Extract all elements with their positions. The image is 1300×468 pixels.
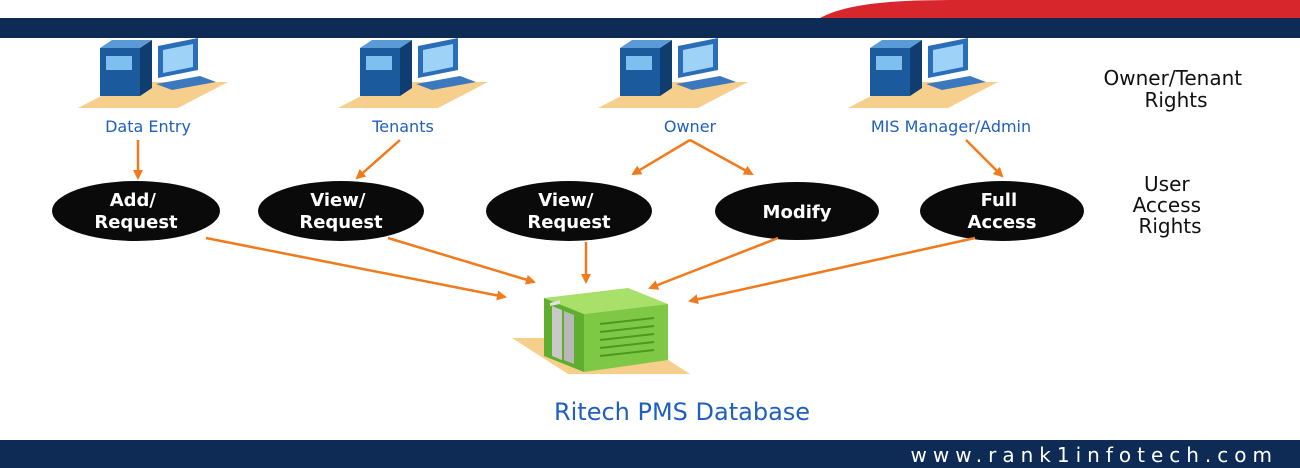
access-node-full-access: Full Access (920, 181, 1084, 241)
side-label-owner-tenant-line1: Owner/Tenant (1104, 66, 1243, 90)
database-server-icon (512, 288, 690, 374)
access-rights-diagram: Data Entry Tenants Owner MIS Manager/Adm… (52, 38, 1249, 426)
role-label-data-entry: Data Entry (105, 117, 191, 136)
role-label-owner: Owner (664, 117, 717, 136)
access-node-add-request: Add/ Request (52, 181, 220, 241)
access-node-view1-line2: Request (299, 212, 383, 233)
access-node-full-line2: Access (968, 212, 1037, 233)
header-red-swoosh (820, 0, 1300, 18)
arrow-view1-to-db (387, 236, 536, 285)
arrow-add-to-db (205, 236, 507, 301)
role-computer-mis-admin (848, 38, 998, 108)
svg-text:Add/ Request: Add/ Request (94, 190, 178, 233)
database-label: Ritech PMS Database (554, 398, 810, 426)
role-label-mis-admin: MIS Manager/Admin (871, 117, 1031, 136)
access-node-view1-line1: View/ (310, 190, 366, 211)
access-node-view2-line2: Request (527, 212, 611, 233)
arrow-full-to-db (688, 236, 976, 305)
arrow-tenants-to-view (355, 139, 401, 180)
side-label-owner-tenant-line2: Rights (1144, 88, 1207, 112)
header-bar (0, 0, 1300, 38)
side-label-owner-tenant-rights: Owner/Tenant Rights (1104, 66, 1249, 112)
arrow-owner-to-view (631, 138, 691, 176)
footer-website-url: www.rank1infotech.com (910, 443, 1278, 467)
access-node-add-line2: Request (94, 212, 178, 233)
role-computer-owner (598, 38, 748, 108)
access-node-modify-label: Modify (763, 202, 832, 223)
access-node-view-request-owner: View/ Request (486, 181, 652, 241)
role-arrows (133, 138, 1004, 180)
footer-bar: www.rank1infotech.com (0, 440, 1300, 468)
database-arrows (205, 236, 976, 305)
svg-text:View/ Request: View/ Request (299, 190, 383, 233)
role-computer-tenants (338, 38, 488, 108)
side-label-user-access-line3: Rights (1138, 214, 1201, 238)
access-node-modify: Modify (715, 182, 879, 240)
database-vents (599, 317, 655, 357)
svg-text:View/ Request: View/ Request (527, 190, 611, 233)
arrow-owner-to-modify (689, 138, 754, 176)
side-label-user-access-line2: Access (1133, 193, 1201, 217)
access-node-full-line1: Full (981, 190, 1018, 211)
arrow-admin-to-full (965, 139, 1004, 178)
access-node-view2-line1: View/ (538, 190, 594, 211)
access-node-add-line1: Add/ (110, 190, 157, 211)
side-label-user-access-rights: User Access Rights (1133, 172, 1208, 238)
side-label-user-access-line1: User (1144, 172, 1190, 196)
svg-text:Full Access: Full Access (968, 190, 1037, 233)
arrow-modify-to-db (648, 236, 779, 290)
role-label-tenants: Tenants (371, 117, 434, 136)
access-node-view-request-tenants: View/ Request (258, 181, 424, 241)
role-computer-data-entry (78, 38, 228, 108)
